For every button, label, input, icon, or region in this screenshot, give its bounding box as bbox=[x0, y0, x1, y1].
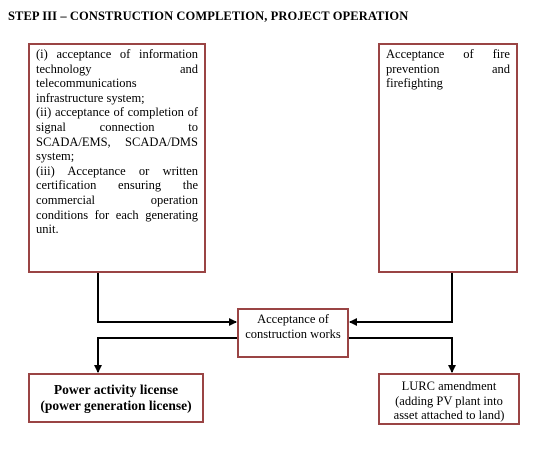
construction-acceptance-box: Acceptance of construction works bbox=[237, 308, 349, 358]
step-title: STEP III – CONSTRUCTION COMPLETION, PROJ… bbox=[8, 9, 409, 23]
arrow-left-to-middle bbox=[97, 273, 237, 326]
power-license-box: Power activity license (power generation… bbox=[28, 373, 204, 423]
power-license-text: Power activity license (power generation… bbox=[40, 382, 192, 413]
acceptance-item-3: (iii) Acceptance or written certificatio… bbox=[36, 163, 198, 237]
lurc-amendment-text: LURC amendment (adding PV plant into ass… bbox=[393, 379, 505, 423]
fire-acceptance-box: Acceptance of fire prevention and firefi… bbox=[378, 43, 518, 273]
arrow-middle-to-power-license bbox=[94, 337, 237, 373]
acceptance-item-1: (i) acceptance of information technology… bbox=[36, 47, 198, 105]
arrow-middle-to-lurc bbox=[349, 337, 456, 373]
acceptance-systems-box: (i) acceptance of information technology… bbox=[28, 43, 206, 273]
fire-acceptance-text: Acceptance of fire prevention and firefi… bbox=[386, 47, 510, 91]
construction-acceptance-text: Acceptance of construction works bbox=[245, 312, 341, 341]
arrow-right-to-middle bbox=[349, 273, 453, 326]
acceptance-item-2: (ii) acceptance of completion of signal … bbox=[36, 105, 198, 164]
lurc-amendment-box: LURC amendment (adding PV plant into ass… bbox=[378, 373, 520, 425]
